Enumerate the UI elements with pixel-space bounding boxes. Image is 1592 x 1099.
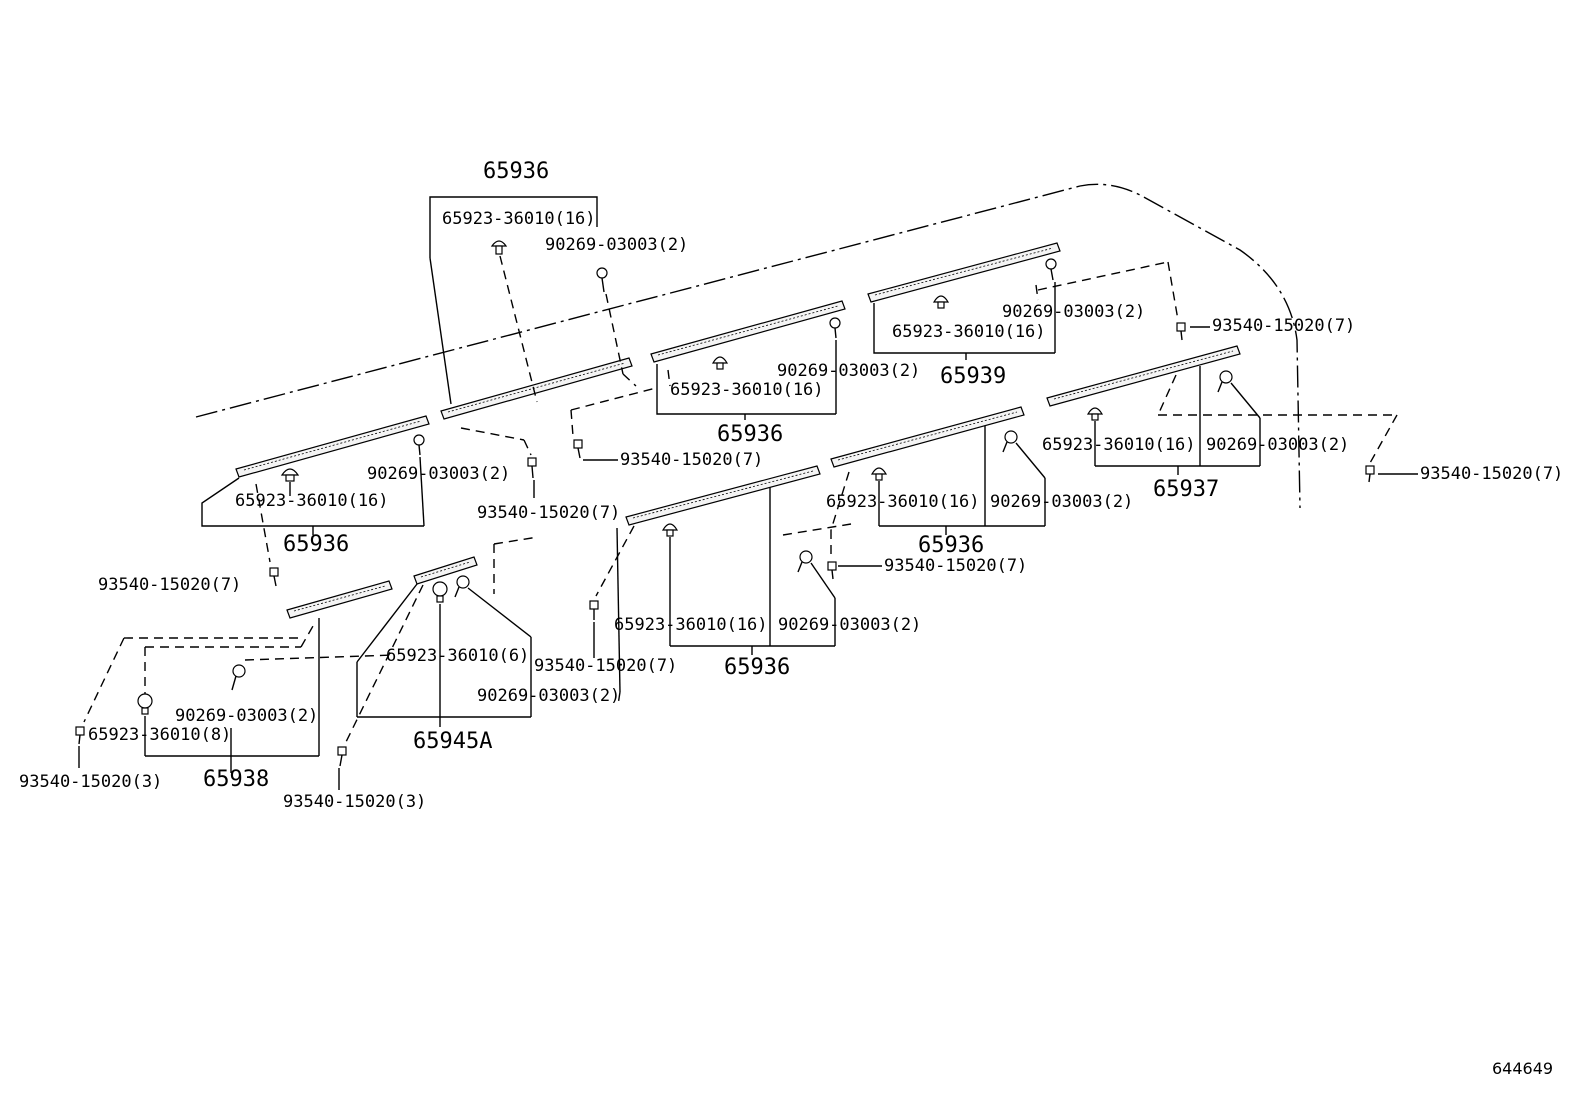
part-number-screw: 90269-03003(2) — [545, 235, 688, 255]
group-title-65945a: 65945A — [413, 729, 492, 754]
part-number-clip: 65923-36010(8) — [88, 725, 231, 745]
part-number-clip: 65923-36010(16) — [670, 380, 824, 400]
part-number-bolt: 93540-15020(3) — [19, 772, 162, 792]
clip-icon[interactable] — [870, 467, 888, 481]
group-title-65936: 65936 — [717, 422, 783, 447]
screw-icon[interactable] — [1045, 258, 1057, 281]
clip-icon[interactable] — [1086, 407, 1104, 421]
group-65936-lower — [589, 465, 836, 706]
part-number-bolt: 93540-15020(3) — [283, 792, 426, 812]
group-title-65939: 65939 — [940, 364, 1006, 389]
part-number-screw: 90269-03003(2) — [778, 615, 921, 635]
screw-icon[interactable] — [231, 664, 246, 691]
clip-icon[interactable] — [280, 468, 300, 482]
molding-strip[interactable] — [625, 465, 821, 526]
screw-icon[interactable] — [596, 267, 608, 293]
screw-icon[interactable] — [413, 434, 425, 456]
bolt-icon[interactable] — [1176, 322, 1186, 341]
molding-strip[interactable] — [235, 415, 430, 478]
clip-icon[interactable] — [932, 295, 950, 309]
bolt-icon[interactable] — [75, 726, 85, 745]
part-number-bolt: 93540-15020(7) — [98, 575, 241, 595]
screw-icon[interactable] — [1217, 370, 1233, 393]
bolt-icon[interactable] — [573, 439, 583, 459]
part-number-screw: 90269-03003(2) — [990, 492, 1133, 512]
clip-icon[interactable] — [490, 240, 508, 255]
bolt-icon[interactable] — [827, 561, 837, 580]
part-number-bolt: 93540-15020(7) — [477, 503, 620, 523]
molding-strip[interactable] — [286, 580, 393, 619]
bolt-icon[interactable] — [589, 600, 599, 620]
part-number-bolt: 93540-15020(7) — [620, 450, 763, 470]
screw-icon[interactable] — [1002, 430, 1018, 453]
group-title-65938: 65938 — [203, 767, 269, 792]
part-number-clip: 65923-36010(6) — [386, 646, 529, 666]
part-number-screw: 90269-03003(2) — [1002, 302, 1145, 322]
group-title-65936: 65936 — [283, 532, 349, 557]
group-65936-top — [429, 196, 637, 498]
bolt-icon[interactable] — [527, 457, 537, 479]
group-65938 — [75, 580, 396, 773]
diagram-reference-number: 644649 — [1492, 1059, 1553, 1078]
clip-icon[interactable] — [137, 693, 153, 715]
screw-icon[interactable] — [454, 575, 470, 598]
part-number-screw: 90269-03003(2) — [367, 464, 510, 484]
molding-strip[interactable] — [413, 556, 478, 585]
clip-icon[interactable] — [711, 356, 729, 370]
molding-strip[interactable] — [830, 406, 1025, 468]
part-number-clip: 65923-36010(16) — [892, 322, 1046, 342]
group-65936-left — [201, 415, 430, 587]
molding-strip[interactable] — [650, 300, 846, 363]
group-65936-center — [570, 300, 846, 461]
group-65945a — [337, 536, 539, 790]
part-number-bolt: 93540-15020(7) — [534, 656, 677, 676]
bolt-icon[interactable] — [337, 746, 347, 767]
part-number-screw: 90269-03003(2) — [477, 686, 620, 706]
bolt-icon[interactable] — [269, 567, 279, 587]
part-number-clip: 65923-36010(16) — [614, 615, 768, 635]
part-number-clip: 65923-36010(16) — [235, 491, 389, 511]
part-number-screw: 90269-03003(2) — [175, 706, 318, 726]
part-number-clip: 65923-36010(16) — [1042, 435, 1196, 455]
group-65937 — [1046, 345, 1418, 483]
part-number-bolt: 93540-15020(7) — [1420, 464, 1563, 484]
molding-strip[interactable] — [867, 242, 1061, 303]
group-65936-middle-right — [782, 406, 1046, 580]
group-title-65936: 65936 — [918, 533, 984, 558]
bolt-icon[interactable] — [1365, 465, 1375, 483]
group-title-65936: 65936 — [483, 159, 549, 184]
part-number-bolt: 93540-15020(7) — [884, 556, 1027, 576]
clip-icon[interactable] — [661, 523, 679, 537]
group-title-65937: 65937 — [1153, 477, 1219, 502]
clip-icon[interactable] — [432, 581, 448, 603]
roof-outline — [195, 183, 1301, 509]
group-title-65936: 65936 — [724, 655, 790, 680]
part-number-screw: 90269-03003(2) — [777, 361, 920, 381]
screw-icon[interactable] — [829, 317, 841, 339]
part-number-screw: 90269-03003(2) — [1206, 435, 1349, 455]
part-number-bolt: 93540-15020(7) — [1212, 316, 1355, 336]
group-65939 — [867, 242, 1210, 360]
molding-strip[interactable] — [440, 357, 633, 420]
screw-icon[interactable] — [797, 550, 813, 573]
molding-strip[interactable] — [1046, 345, 1241, 407]
part-number-clip: 65923-36010(16) — [442, 209, 596, 229]
part-number-clip: 65923-36010(16) — [826, 492, 980, 512]
